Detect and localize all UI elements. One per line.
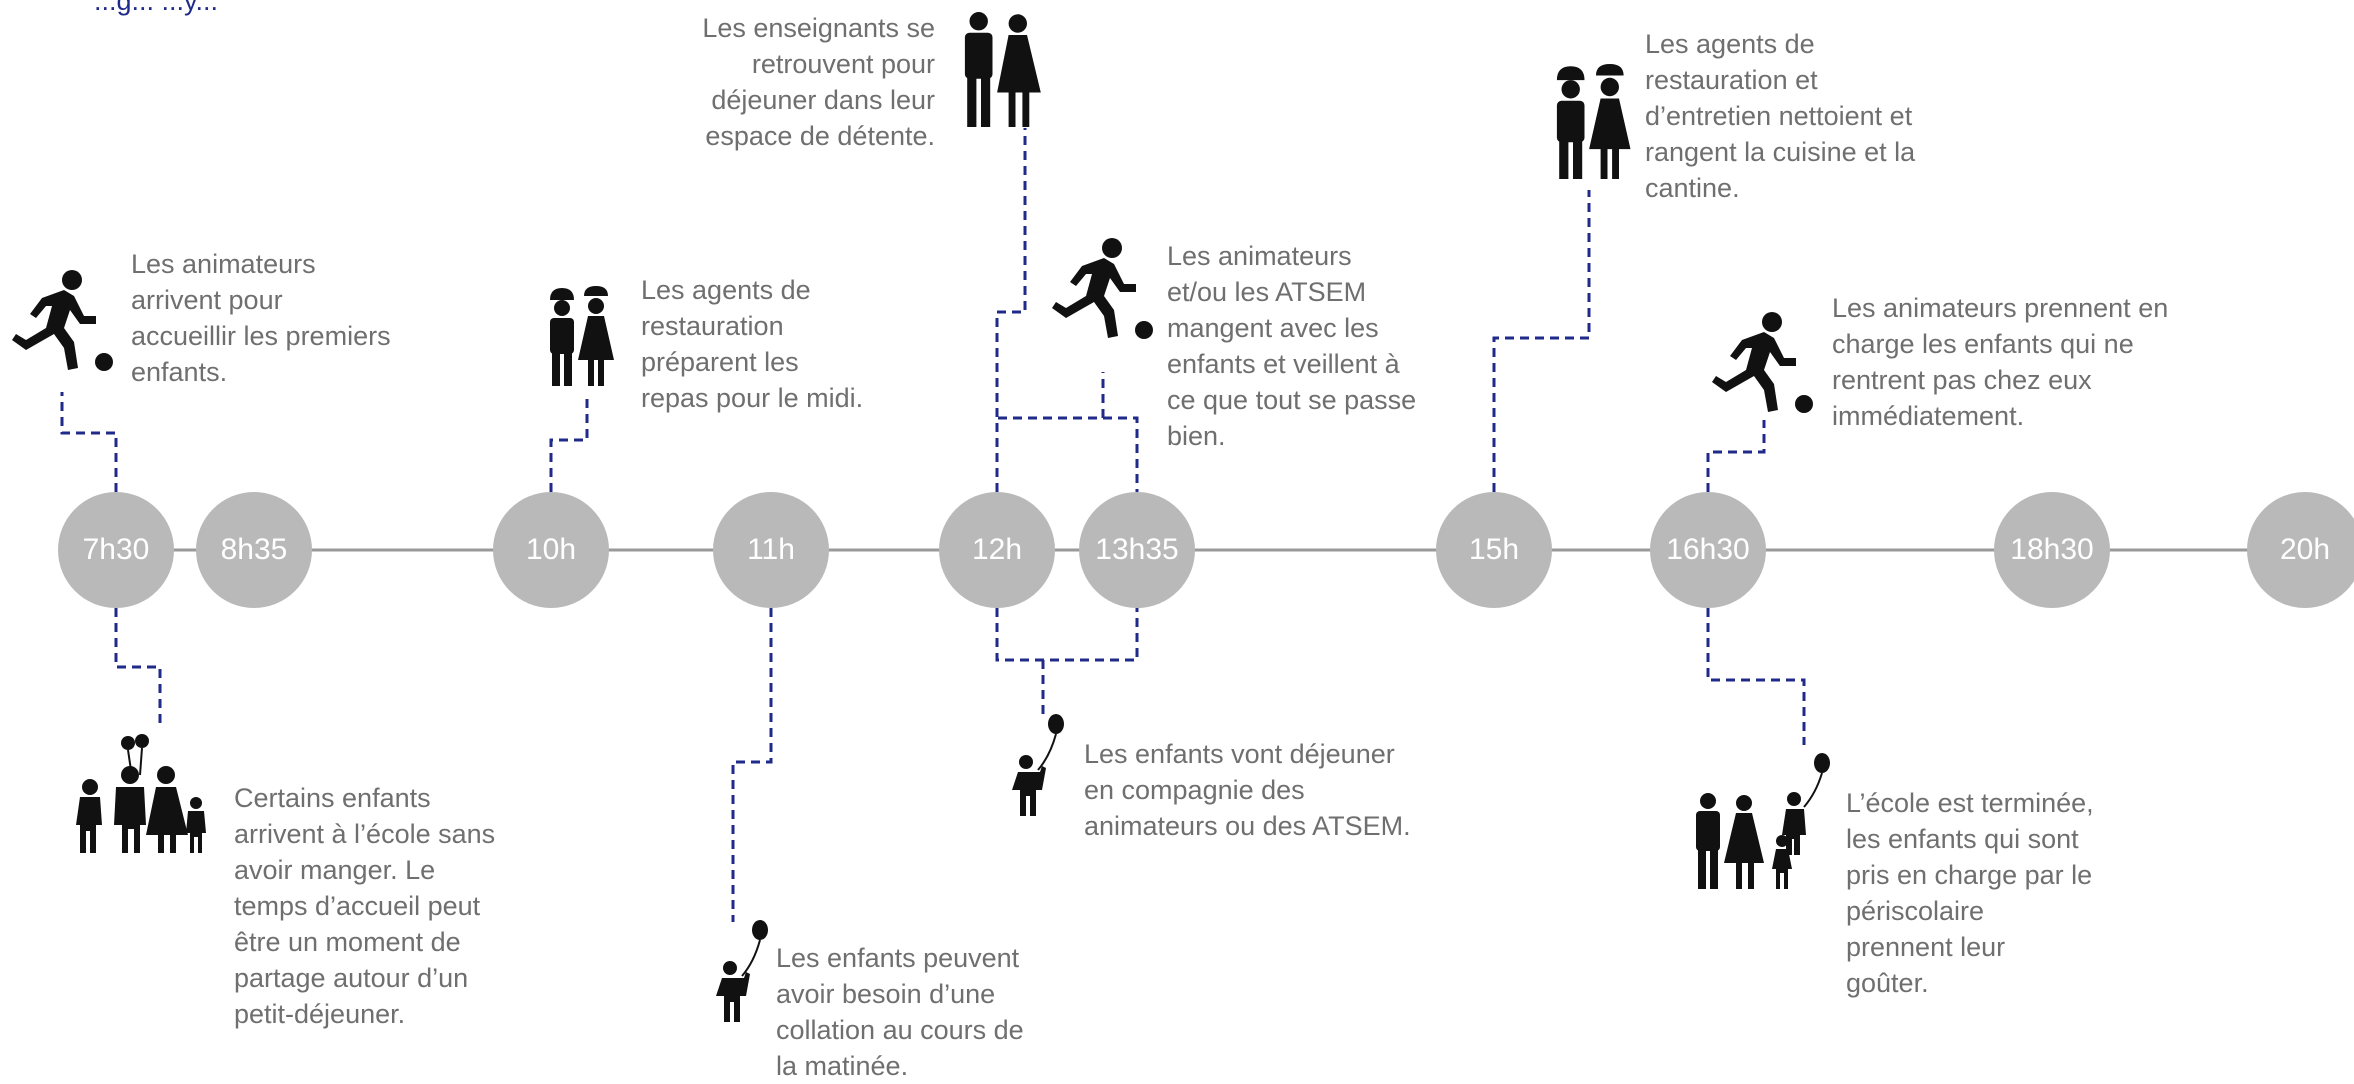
event-text-e10: L’école est terminée, les enfants qui so… (1846, 788, 2094, 998)
connector-line-3 (549, 395, 589, 492)
time-node-n9: 18h30 (1994, 492, 2110, 608)
runner-ball-icon (12, 270, 113, 371)
connector-line-6 (995, 416, 1139, 492)
time-node-n10: 20h (2247, 492, 2354, 608)
kitchen-staff-icon (550, 286, 614, 386)
connector-line-11 (1706, 420, 1766, 492)
time-node-n7: 15h (1436, 492, 1552, 608)
kitchen-staff-icon (1556, 64, 1631, 179)
connector-line-1 (60, 392, 118, 492)
event-text-e7: Les enfants vont déjeuner en compagnie d… (1084, 739, 1411, 841)
time-node-n3: 10h (493, 492, 609, 608)
top-fragment-text: ...g... ...y... (94, 0, 219, 16)
event-text-e2: Certains enfants arrivent à l’école sans… (234, 783, 496, 1029)
connector-line-4 (731, 608, 773, 922)
event-text-e8: Les agents de restauration et d’entretie… (1645, 29, 1916, 203)
connector-line-10 (1492, 190, 1591, 492)
connector-line-8 (995, 608, 1139, 662)
time-node-n4: 11h (713, 492, 829, 608)
child-balloon-icon (715, 919, 769, 1023)
runner-ball-icon (1712, 312, 1813, 413)
event-text-e6: Les animateurs et/ou les ATSEM mangent a… (1167, 241, 1417, 451)
time-node-n6: 13h35 (1079, 492, 1195, 608)
time-node-n2: 8h35 (196, 492, 312, 608)
time-node-n8: 16h30 (1650, 492, 1766, 608)
connectors-layer (60, 128, 1806, 922)
event-text-e1: Les animateurs arrivent pour accueillir … (131, 249, 391, 387)
event-text-e4: Les enfants peuvent avoir besoin d’une c… (776, 943, 1024, 1081)
event-text-e5: Les enseignants se retrouvent pour déjeu… (702, 13, 935, 151)
connector-line-5 (995, 128, 1027, 492)
connector-line-2 (114, 608, 162, 728)
event-text-e3: Les agents de restauration préparent les… (641, 275, 864, 413)
runner-ball-icon (1052, 238, 1153, 339)
couple-icon (964, 12, 1041, 127)
child-balloon-icon (1011, 713, 1065, 817)
time-node-n5: 12h (939, 492, 1055, 608)
connector-line-12 (1706, 608, 1806, 745)
event-text-e9: Les animateurs prennent en charge les en… (1832, 293, 2169, 431)
family-balloons-icon (75, 733, 207, 854)
family-child-balloon-icon (1695, 752, 1831, 890)
time-node-n1: 7h30 (58, 492, 174, 608)
